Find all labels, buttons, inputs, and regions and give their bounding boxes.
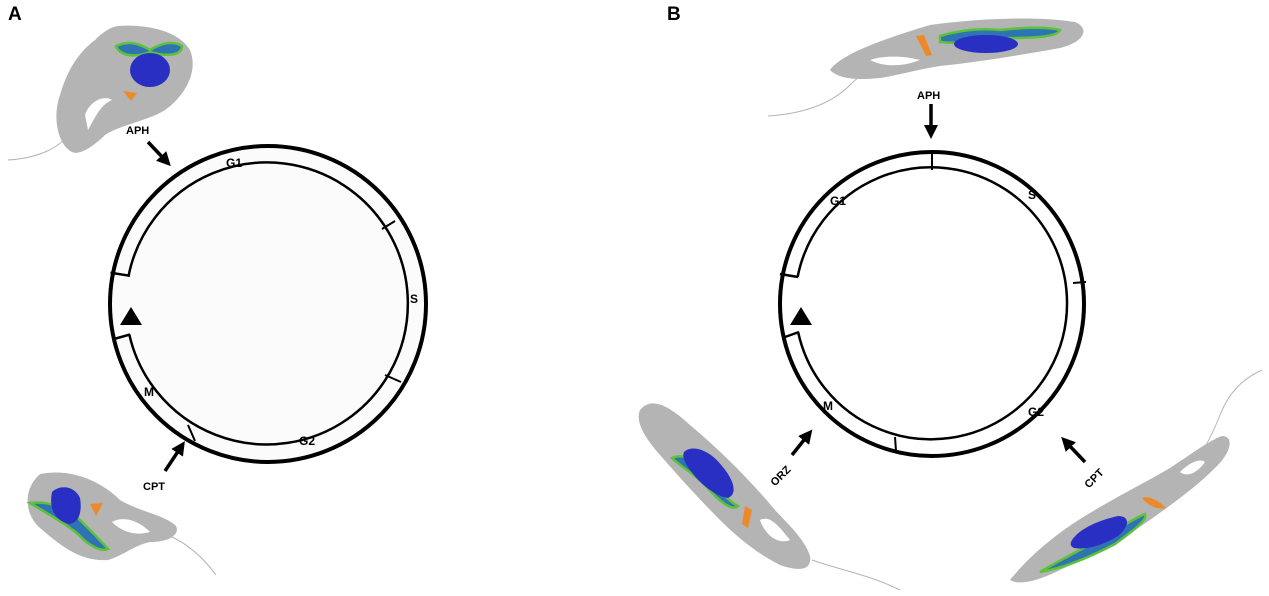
panel-a-cell-g1-nucleus [130,53,170,87]
panel-b-cycle-direction-arrow [790,307,812,325]
panel-a-drug-cpt: CPT [143,481,165,493]
panel-a-cell-g1-kinetoplast [123,91,137,101]
panel-a-cell-m-flagellum [169,535,217,576]
panel-b-drug-aph: APH [917,90,940,102]
panel-b-cell-bottom-left-pocket [760,518,790,542]
panel-b-cell-bottom-right-kinetoplast [1142,497,1166,509]
panel-b-cell-bottom-left-flagellum [811,559,901,591]
panel-a-outer-ring [108,144,428,464]
panel-a-cycle-direction-arrow [120,307,142,325]
panel-b-phase-g1: G1 [830,194,846,208]
panel-a-phase-g2: G2 [299,434,315,448]
panel-b-inner-ring [796,166,1069,441]
panel-a-cycle [108,144,428,464]
panel-a-inner-ring [127,161,410,446]
panel-b-phase-m: M [823,399,833,413]
panel-b-ring-gap-bottom [784,330,800,339]
panel-a-cell-m-kinetoplast [90,503,103,516]
panel-b-ring-gap-top [779,272,799,279]
panel-a-phase-m: M [144,385,154,399]
panel-a-ring-gap-bottom [113,333,131,341]
panel-b-cell-bottom-right-nucleus [1070,516,1127,549]
panel-b: B G1 S G2 M APH ORZ CPT [638,4,1263,591]
panel-a-cell-g1 [7,25,193,161]
panel-a-drug-aph: APH [126,125,149,137]
panel-a-cell-g1-pocket [85,98,112,130]
panel-b-phase-g2: G2 [1028,405,1044,419]
panel-a-cell-m [26,472,217,576]
panel-a-phase-s: S [410,292,418,306]
panel-a-ring-gap-top [110,271,131,278]
panel-b-cell-bottom-left-kinetoplast [742,506,752,528]
panel-a-divider-g2-m [187,424,196,442]
panel-a-divider-g1-s [381,220,396,230]
panel-b-drug-cpt: CPT [1083,467,1107,491]
panel-b-cell-bottom-right-pocket [1180,460,1205,475]
panel-b-orz-arrow [790,429,813,457]
panel-b-phase-s: S [1028,188,1036,202]
panel-a-cell-m-pocket [112,519,150,534]
panel-a-cycle-interior [110,146,426,462]
panel-b-drug-orz: ORZ [769,464,794,489]
panel-b-cell-top-nucleus [954,35,1018,53]
panel-b-cell-top-kinetoplast [916,35,932,56]
panel-a: A G1 S G2 M APH CPT [7,4,428,576]
panel-b-cycle [778,150,1087,458]
panel-b-cpt-arrow [1061,436,1087,464]
panel-a-cpt-arrow [163,441,185,472]
panel-a-letter: A [8,4,22,25]
panel-b-cell-bottom-right [1010,369,1263,583]
panel-b-cell-top [767,18,1084,117]
panel-b-cell-bottom-right-body [1010,436,1230,583]
panel-a-divider-s-g2 [384,374,402,383]
panel-b-cell-bottom-left-nucleus [683,448,734,498]
panel-a-cell-m-nucleus [51,487,81,524]
panel-a-cell-g1-mitochondrion [114,41,184,57]
panel-a-phase-g1: G1 [226,156,242,170]
panel-b-divider-s-g2 [1072,281,1087,284]
panel-a-aph-arrow [146,140,171,167]
panel-b-cell-bottom-left [638,403,901,591]
panel-b-cell-top-pocket [870,56,920,66]
panel-b-divider-g2-m [894,436,897,452]
panel-b-letter: B [667,4,681,25]
